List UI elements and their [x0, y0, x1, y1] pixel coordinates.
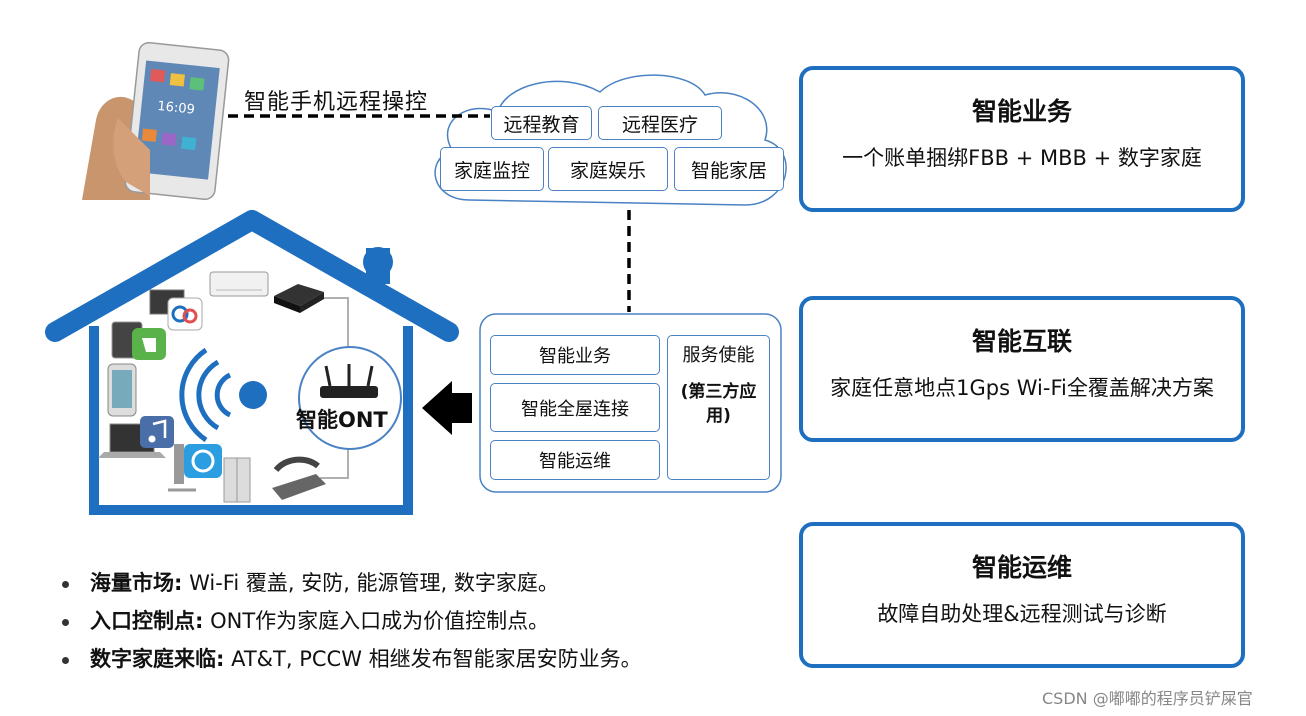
panel-smart-business: 智能业务 一个账单捆绑FBB + MBB + 数字家庭 — [799, 66, 1245, 212]
ont-label: 智能ONT — [296, 408, 388, 432]
cloud-service-home-monitoring: 家庭监控 — [440, 147, 544, 191]
set-top-box-icon — [274, 284, 324, 313]
service-enablement-label: 服务使能 — [682, 345, 755, 366]
bullet-item: 数字家庭来临: AT&T, PCCW 相继发布智能家居安防业务。 — [62, 646, 652, 673]
ont-service-smart-maintenance: 智能运维 — [490, 440, 660, 480]
cloud-app-icon — [167, 297, 203, 331]
smartphone-icon: 16:09 — [82, 41, 230, 201]
third-party-apps-label: (第三方应用) — [680, 382, 757, 426]
bullet-text: Wi-Fi 覆盖, 安防, 能源管理, 数字家庭。 — [182, 571, 559, 595]
bullet-dot — [62, 581, 69, 588]
panel-title: 智能运维 — [971, 553, 1072, 582]
ont-service-smart-business: 智能业务 — [490, 335, 660, 375]
bullet-dot — [62, 657, 69, 664]
panel-title: 智能业务 — [971, 97, 1072, 126]
telephone-icon — [272, 456, 326, 500]
evernote-icon — [132, 328, 166, 360]
arrow-left-icon — [422, 381, 472, 435]
bullet-text: ONT作为家庭入口成为价值控制点。 — [203, 609, 550, 633]
bullet-text: AT&T, PCCW 相继发布智能家居安防业务。 — [224, 647, 642, 671]
cloud-service-home-entertainment: 家庭娱乐 — [548, 147, 668, 191]
panel-desc: 一个账单捆绑FBB + MBB + 数字家庭 — [842, 146, 1202, 170]
desktop-pc-icon — [168, 444, 196, 492]
ont-service-whole-home-connect: 智能全屋连接 — [490, 383, 660, 432]
wifi-icon — [179, 347, 232, 443]
bullet-label: 入口控制点: — [90, 609, 204, 633]
phone-screen-time: 16:09 — [157, 99, 196, 118]
cloud-service-smart-home: 智能家居 — [674, 147, 784, 191]
music-app-icon — [140, 416, 174, 448]
ont-service-enablement: 服务使能 (第三方应用) — [667, 335, 770, 480]
cloud-service-remote-education: 远程教育 — [491, 106, 592, 140]
phone-remote-control-label: 智能手机远程操控 — [244, 90, 429, 115]
smartphone-device-icon — [107, 363, 137, 417]
house-icon — [45, 210, 459, 515]
bullet-label: 海量市场: — [90, 571, 183, 595]
bullet-label: 数字家庭来临: — [90, 647, 225, 671]
watermark: CSDN @嘟嘟的程序员铲屎官 — [1042, 689, 1253, 708]
browser-app-icon — [184, 444, 222, 478]
bullet-dot — [62, 619, 69, 626]
bullet-item: 海量市场: Wi-Fi 覆盖, 安防, 能源管理, 数字家庭。 — [62, 570, 652, 597]
air-conditioner-icon — [209, 271, 269, 297]
panel-smart-maintenance: 智能运维 故障自助处理&远程测试与诊断 — [799, 522, 1245, 668]
panel-title: 智能互联 — [971, 327, 1072, 356]
panel-desc: 故障自助处理&远程测试与诊断 — [877, 602, 1167, 626]
cloud-service-remote-medical: 远程医疗 — [598, 106, 722, 140]
bullet-item: 入口控制点: ONT作为家庭入口成为价值控制点。 — [62, 608, 652, 635]
refrigerator-icon — [223, 457, 251, 503]
panel-smart-interconnect: 智能互联 家庭任意地点1Gps Wi-Fi全覆盖解决方案 — [799, 296, 1245, 442]
router-icon — [320, 364, 378, 398]
wifi-center-dot — [239, 381, 267, 409]
panel-desc: 家庭任意地点1Gps Wi-Fi全覆盖解决方案 — [830, 376, 1214, 400]
